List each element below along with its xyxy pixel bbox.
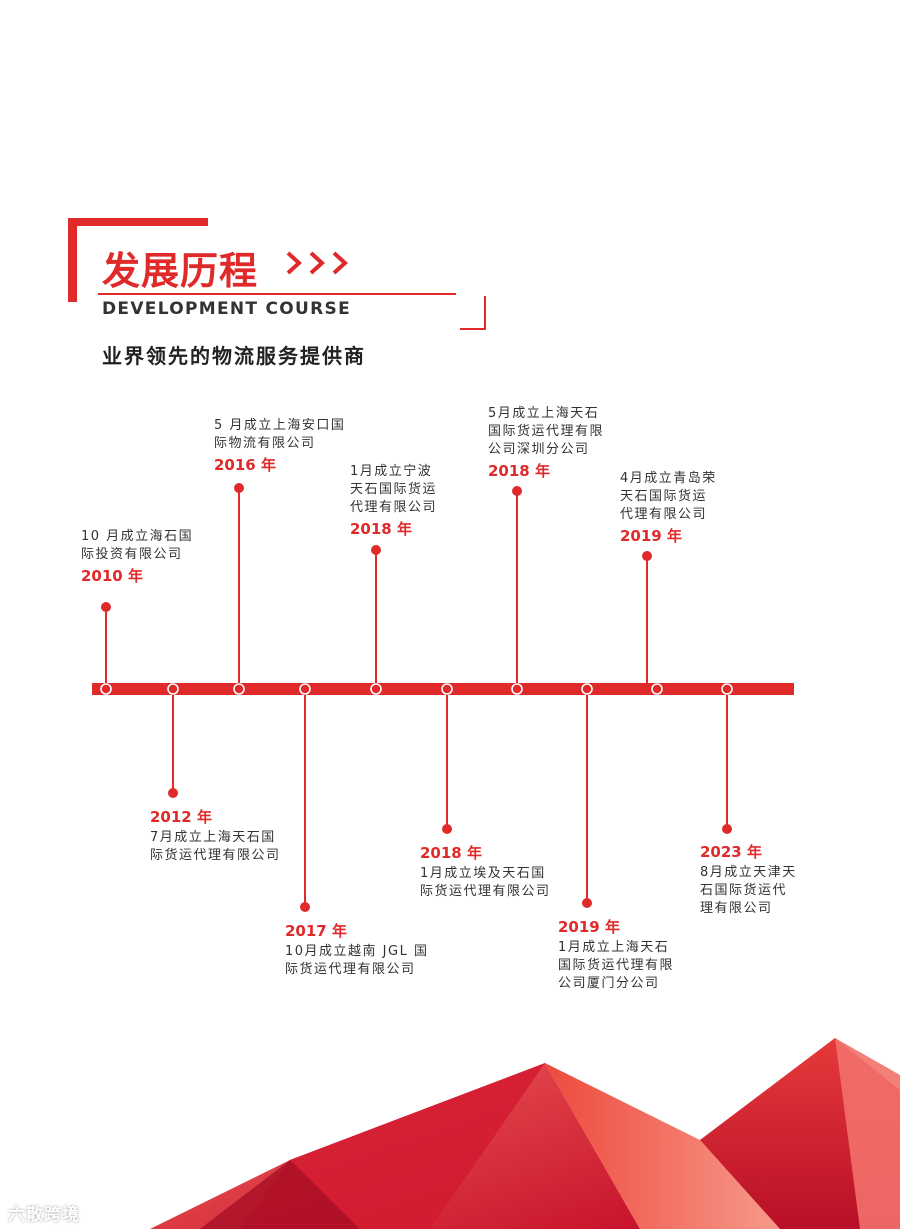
event-2017: 2017 年 10月成立越南 JGL 国 际货运代理有限公司 bbox=[285, 921, 525, 979]
header-top-bar bbox=[68, 218, 208, 226]
event-year: 2016 年 bbox=[214, 456, 276, 474]
event-year: 2018 年 bbox=[420, 844, 482, 862]
header-left-bar bbox=[68, 218, 77, 302]
page-title: 发展历程 bbox=[102, 249, 259, 293]
watermark: 六散跨境 bbox=[8, 1205, 80, 1225]
event-connector-2012 bbox=[167, 683, 179, 798]
tagline: 业界领先的物流服务提供商 bbox=[102, 344, 366, 368]
event-desc: 10 月成立海石国 际投资有限公司 bbox=[81, 529, 194, 562]
event-connector-2018-shenzhen bbox=[511, 486, 523, 695]
event-connector-2019-qingdao bbox=[642, 551, 663, 695]
event-year: 2018 年 bbox=[350, 520, 412, 538]
event-year: 2017 年 bbox=[285, 922, 347, 940]
event-2018-shenzhen: 5月成立上海天石 国际货运代理有限 公司深圳分公司 2018 年 bbox=[488, 405, 728, 481]
event-desc: 1月成立埃及天石国 际货运代理有限公司 bbox=[420, 866, 551, 899]
header-corner-h bbox=[460, 328, 486, 330]
event-desc: 10月成立越南 JGL 国 际货运代理有限公司 bbox=[285, 944, 429, 977]
event-connector-2023 bbox=[721, 683, 733, 834]
event-connector-2017 bbox=[299, 683, 311, 912]
event-desc: 5 月成立上海安口国 际物流有限公司 bbox=[214, 418, 346, 451]
chevrons-icon bbox=[286, 251, 348, 275]
header-corner-v bbox=[484, 296, 486, 330]
event-connector-2019-xiamen bbox=[581, 683, 593, 908]
event-year: 2012 年 bbox=[150, 808, 212, 826]
event-2010: 10 月成立海石国 际投资有限公司 2010 年 bbox=[81, 528, 321, 586]
event-2023: 2023 年 8月成立天津天 石国际货运代 理有限公司 bbox=[700, 842, 900, 918]
event-year: 2019 年 bbox=[558, 918, 620, 936]
event-2019-xiamen: 2019 年 1月成立上海天石 国际货运代理有限 公司厦门分公司 bbox=[558, 917, 798, 993]
event-year: 2018 年 bbox=[488, 462, 550, 480]
event-2019-qingdao: 4月成立青岛荣 天石国际货运 代理有限公司 2019 年 bbox=[620, 470, 860, 546]
event-connector-2018-egypt bbox=[441, 683, 453, 834]
header-frame bbox=[68, 218, 486, 330]
event-2018-egypt: 2018 年 1月成立埃及天石国 际货运代理有限公司 bbox=[420, 843, 660, 901]
event-year: 2010 年 bbox=[81, 567, 143, 585]
event-connector-2010 bbox=[100, 602, 112, 695]
event-year: 2023 年 bbox=[700, 843, 762, 861]
event-2012: 2012 年 7月成立上海天石国 际货运代理有限公司 bbox=[150, 807, 390, 865]
event-desc: 1月成立宁波 天石国际货运 代理有限公司 bbox=[350, 464, 438, 515]
event-desc: 4月成立青岛荣 天石国际货运 代理有限公司 bbox=[620, 471, 717, 522]
event-2018-ningbo: 1月成立宁波 天石国际货运 代理有限公司 2018 年 bbox=[350, 463, 590, 539]
event-desc: 5月成立上海天石 国际货运代理有限 公司深圳分公司 bbox=[488, 406, 605, 457]
event-2016: 5 月成立上海安口国 际物流有限公司 2016 年 bbox=[214, 417, 454, 475]
event-year: 2019 年 bbox=[620, 527, 682, 545]
event-desc: 8月成立天津天 石国际货运代 理有限公司 bbox=[700, 865, 797, 916]
header-underline bbox=[98, 293, 456, 295]
event-connector-2016 bbox=[233, 483, 245, 695]
event-desc: 1月成立上海天石 国际货运代理有限 公司厦门分公司 bbox=[558, 940, 675, 991]
event-desc: 7月成立上海天石国 际货运代理有限公司 bbox=[150, 830, 281, 863]
page-subtitle-en: DEVELOPMENT COURSE bbox=[102, 299, 351, 319]
event-connector-2018-ningbo bbox=[370, 545, 382, 695]
